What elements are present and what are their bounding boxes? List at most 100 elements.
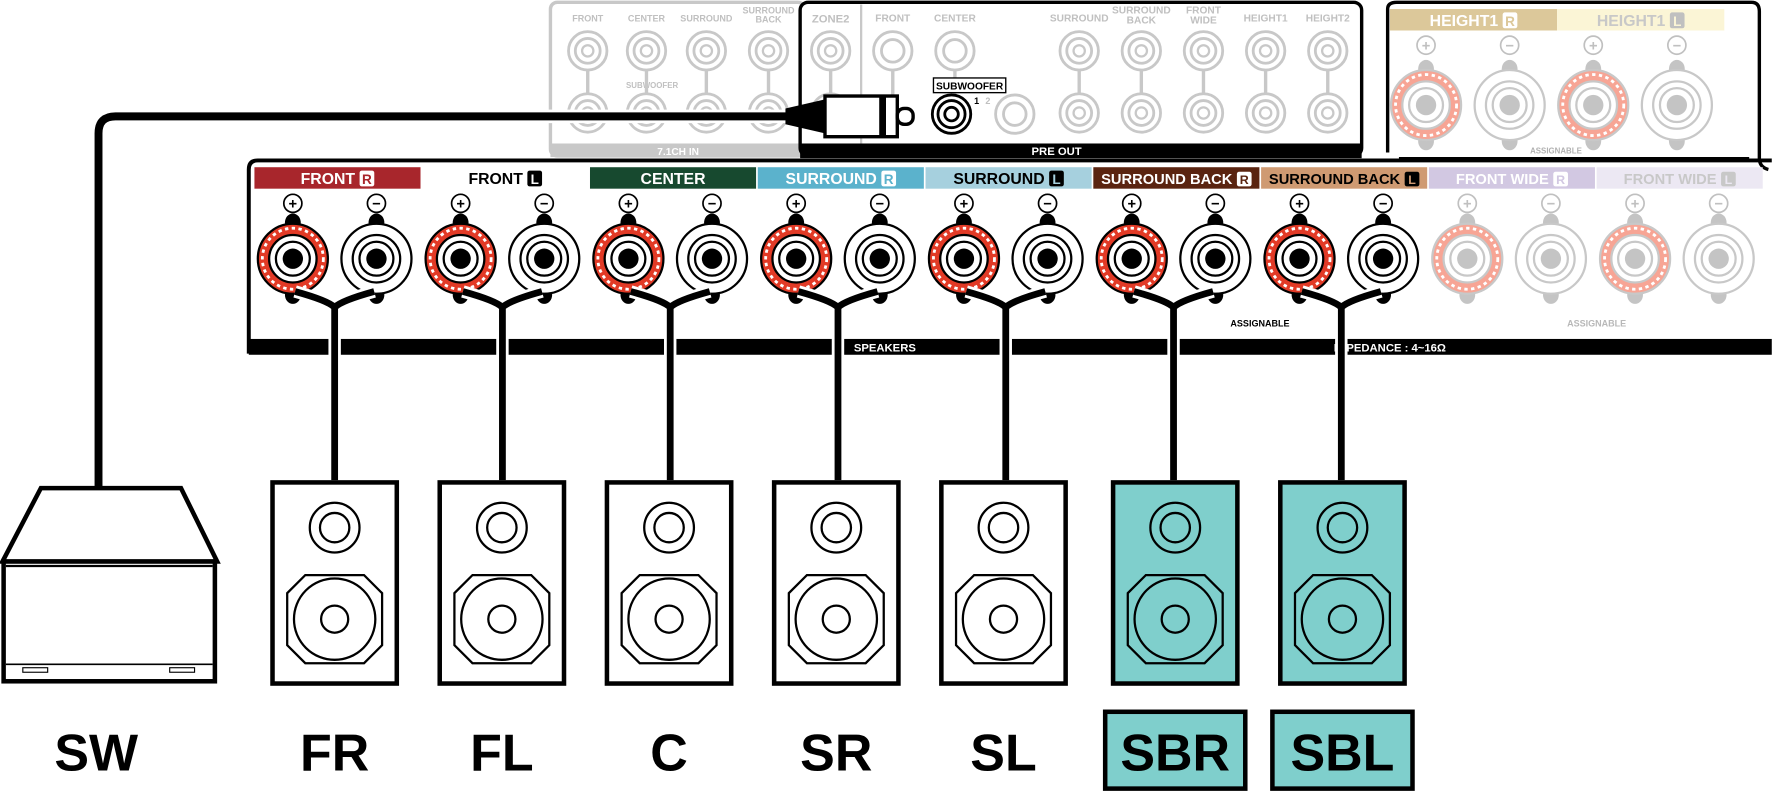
height-minus-terminal[interactable]: [1473, 59, 1546, 151]
side-letter: R: [884, 172, 894, 187]
minus-terminal[interactable]: [508, 213, 581, 304]
speaker-cables: [293, 285, 1383, 481]
subwoofer-1-jack[interactable]: [930, 93, 973, 135]
tweeter-icon: [810, 501, 863, 554]
plus-icon: +: [786, 193, 807, 214]
plus-symbol: +: [624, 196, 633, 212]
minus-terminal[interactable]: [1682, 213, 1755, 304]
preout-column-label: FRONT: [875, 13, 911, 24]
channel-label: SURROUND: [786, 171, 877, 188]
side-badge: R: [359, 170, 375, 187]
plus-terminal[interactable]: [424, 213, 497, 304]
in-column-label: FRONT: [572, 13, 604, 23]
subwoofer-preout-label: SUBWOOFER: [936, 81, 1004, 92]
speaker-label: SL: [970, 725, 1036, 783]
minus-icon: −: [534, 193, 555, 214]
side-badge: L: [1049, 170, 1064, 187]
channel-label: FRONT: [301, 171, 356, 188]
preout-jack-2[interactable]: [1058, 30, 1100, 134]
side-badge: L: [1669, 12, 1685, 29]
preout-jack-6[interactable]: [1307, 30, 1349, 134]
minus-icon: −: [1541, 193, 1561, 214]
preout-jack-0[interactable]: [872, 30, 914, 97]
minus-terminal[interactable]: [1179, 213, 1252, 304]
plus-symbol: +: [1463, 196, 1472, 212]
minus-terminal[interactable]: [843, 213, 916, 304]
minus-terminal[interactable]: [340, 213, 413, 304]
channel-label: CENTER: [641, 171, 707, 188]
plus-terminal[interactable]: [1431, 213, 1504, 304]
woofer-icon: [787, 573, 885, 665]
plus-terminal[interactable]: [760, 213, 833, 304]
side-badge: L: [1721, 171, 1736, 187]
plus-terminal[interactable]: [927, 213, 1001, 304]
preout-jack-3[interactable]: [1120, 30, 1162, 134]
in-sub-label: SUBWOOFER: [626, 81, 678, 90]
side-letter: R: [362, 172, 372, 187]
woofer-icon: [1293, 573, 1392, 665]
minus-terminal[interactable]: [1346, 213, 1420, 304]
sub-num-1: 1: [974, 96, 979, 106]
minus-icon: −: [1373, 193, 1394, 214]
speaker-label: SBL: [1290, 725, 1394, 783]
minus-icon: −: [702, 193, 722, 214]
speaker-label: FL: [470, 725, 534, 783]
height-assignable-label: ASSIGNABLE: [1530, 147, 1582, 156]
plus-icon: +: [1625, 193, 1645, 214]
minus-symbol: −: [540, 196, 549, 212]
plus-icon: +: [1457, 193, 1478, 214]
in-column-label: CENTER: [628, 13, 666, 23]
channel-label: FRONT: [468, 171, 523, 188]
plus-terminal[interactable]: [592, 213, 665, 304]
tweeter-icon: [643, 501, 696, 554]
speaker-sw: SW: [0, 485, 221, 783]
plus-terminal[interactable]: [1095, 213, 1168, 304]
plus-terminal[interactable]: [1598, 213, 1672, 304]
preout-column-label: HEIGHT2: [1306, 13, 1350, 24]
plus-icon: +: [1121, 193, 1142, 214]
plus-terminal[interactable]: [256, 213, 330, 304]
plus-symbol: +: [289, 196, 298, 212]
preout-jack-5[interactable]: [1244, 30, 1287, 134]
zone2-label: ZONE2: [812, 14, 850, 26]
speaker-label: FR: [300, 725, 369, 783]
minus-symbol: −: [372, 196, 381, 212]
speaker-label-box: [1270, 709, 1415, 791]
side-letter: R: [1556, 173, 1565, 187]
channel-label: SURROUND BACK: [1101, 172, 1233, 188]
height-plus-terminal[interactable]: [1557, 59, 1630, 151]
speaker-wire: [461, 288, 543, 481]
preout-jack-4[interactable]: [1182, 30, 1225, 134]
minus-symbol: −: [1505, 38, 1514, 54]
speaker-sbr: SBR: [1102, 480, 1248, 791]
side-letter: L: [1408, 173, 1416, 187]
subwoofer-2-jack[interactable]: [994, 93, 1036, 135]
height-plus-terminal[interactable]: [1389, 59, 1463, 151]
tweeter-icon: [475, 501, 528, 554]
side-badge: R: [1502, 12, 1518, 29]
minus-terminal[interactable]: [675, 213, 749, 304]
speaker-fr: FR: [270, 480, 400, 783]
minus-terminal[interactable]: [1011, 213, 1084, 304]
preout-column-label: SURROUND: [1050, 13, 1109, 24]
height-minus-terminal[interactable]: [1640, 59, 1714, 151]
speaker-wire: [294, 288, 376, 481]
rca-plug-icon: [785, 94, 915, 139]
plus-terminal[interactable]: [1263, 213, 1336, 304]
minus-terminal[interactable]: [1514, 213, 1588, 304]
minus-icon: −: [1205, 193, 1226, 214]
speaker-wire: [965, 288, 1047, 481]
plus-symbol: +: [960, 196, 969, 212]
plus-icon: +: [954, 193, 974, 214]
minus-symbol: −: [1211, 196, 1220, 212]
plus-icon: +: [1416, 35, 1436, 56]
plus-symbol: +: [1295, 196, 1304, 212]
